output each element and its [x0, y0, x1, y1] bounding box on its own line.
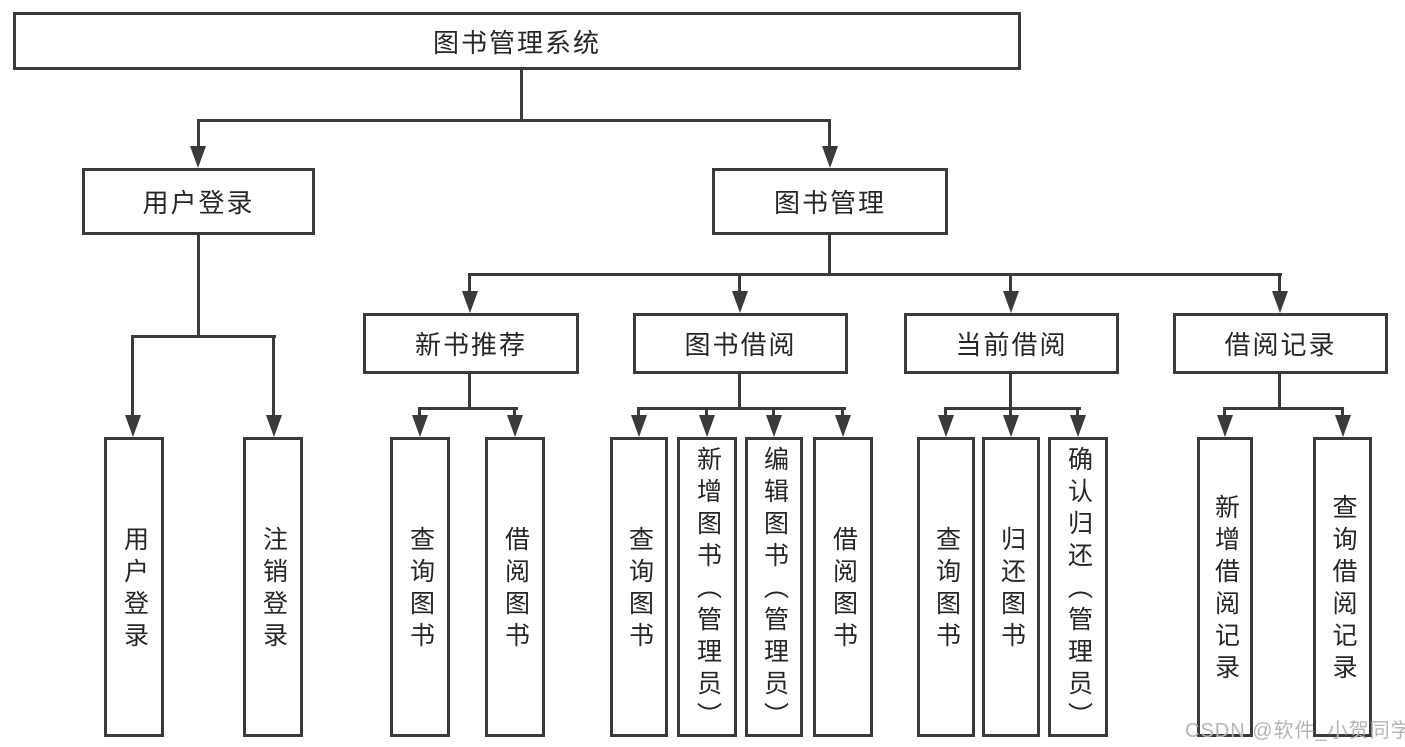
edge-line	[197, 119, 831, 122]
edge-line	[828, 234, 831, 275]
arrow-down-icon	[732, 291, 748, 313]
edge-line	[272, 335, 275, 417]
leaf-query-books-recommend: 查询图书	[390, 437, 450, 737]
edge-line	[468, 273, 471, 293]
arrow-down-icon	[412, 415, 428, 437]
arrow-down-icon	[699, 415, 715, 437]
arrow-down-icon	[462, 291, 478, 313]
node-user-login: 用户登录	[82, 168, 315, 235]
edge-line	[131, 335, 276, 338]
arrow-down-icon	[1003, 415, 1019, 437]
arrow-down-icon	[1003, 291, 1019, 313]
edge-line	[772, 407, 775, 418]
edge-line	[637, 407, 846, 410]
edge-line	[637, 407, 640, 418]
arrow-down-icon	[766, 415, 782, 437]
edge-line	[705, 407, 708, 418]
leaf-add-borrow-record: 新增借阅记录	[1197, 437, 1253, 737]
arrow-down-icon	[125, 415, 141, 437]
edge-line	[1223, 407, 1344, 410]
leaf-confirm-return-admin: 确认归还（管理员）	[1048, 437, 1108, 737]
edge-line	[841, 407, 844, 418]
edge-line	[828, 119, 831, 149]
arrow-down-icon	[266, 415, 282, 437]
edge-line	[197, 234, 200, 337]
edge-line	[738, 374, 741, 409]
node-library-management-system: 图书管理系统	[13, 12, 1021, 70]
arrow-down-icon	[190, 146, 206, 168]
edge-line	[468, 273, 1282, 276]
arrow-down-icon	[938, 415, 954, 437]
arrow-down-icon	[507, 415, 523, 437]
edge-line	[738, 273, 741, 293]
leaf-return-books: 归还图书	[982, 437, 1040, 737]
arrow-down-icon	[835, 415, 851, 437]
edge-line	[944, 407, 947, 418]
arrow-down-icon	[1217, 415, 1233, 437]
edge-line	[1009, 273, 1012, 293]
node-borrowing-records: 借阅记录	[1173, 313, 1388, 374]
leaf-borrow-books-borrowing: 借阅图书	[813, 437, 873, 737]
edge-line	[1009, 374, 1012, 409]
edge-line	[1223, 407, 1226, 418]
leaf-edit-books-admin: 编辑图书（管理员）	[745, 437, 803, 737]
arrow-down-icon	[1070, 415, 1086, 437]
node-current-borrowing: 当前借阅	[904, 313, 1119, 374]
edge-line	[131, 335, 134, 417]
watermark: CSDN @软件_小贺同学	[1185, 720, 1405, 742]
leaf-query-books-borrowing: 查询图书	[610, 437, 668, 737]
edge-line	[1341, 407, 1344, 418]
edge-line	[944, 407, 1081, 410]
node-new-book-recommendation: 新书推荐	[363, 313, 579, 374]
edge-line	[468, 374, 471, 409]
edge-line	[1278, 273, 1281, 293]
edge-line	[197, 119, 200, 149]
edge-line	[513, 407, 516, 418]
leaf-borrow-books-recommend: 借阅图书	[485, 437, 545, 737]
edge-line	[1278, 374, 1281, 409]
node-book-borrowing: 图书借阅	[633, 313, 848, 374]
arrow-down-icon	[822, 146, 838, 168]
edge-line	[1009, 407, 1012, 418]
node-book-management: 图书管理	[712, 168, 948, 235]
leaf-logout: 注销登录	[243, 437, 303, 737]
leaf-query-borrow-record: 查询借阅记录	[1313, 437, 1372, 737]
leaf-add-books-admin: 新增图书（管理员）	[677, 437, 737, 737]
edge-line	[418, 407, 518, 410]
edge-line	[1076, 407, 1079, 418]
arrow-down-icon	[1335, 415, 1351, 437]
leaf-user-login: 用户登录	[104, 437, 164, 737]
edge-line	[418, 407, 421, 418]
arrow-down-icon	[631, 415, 647, 437]
edge-line	[520, 69, 523, 121]
leaf-query-books-current: 查询图书	[917, 437, 975, 737]
arrow-down-icon	[1272, 291, 1288, 313]
